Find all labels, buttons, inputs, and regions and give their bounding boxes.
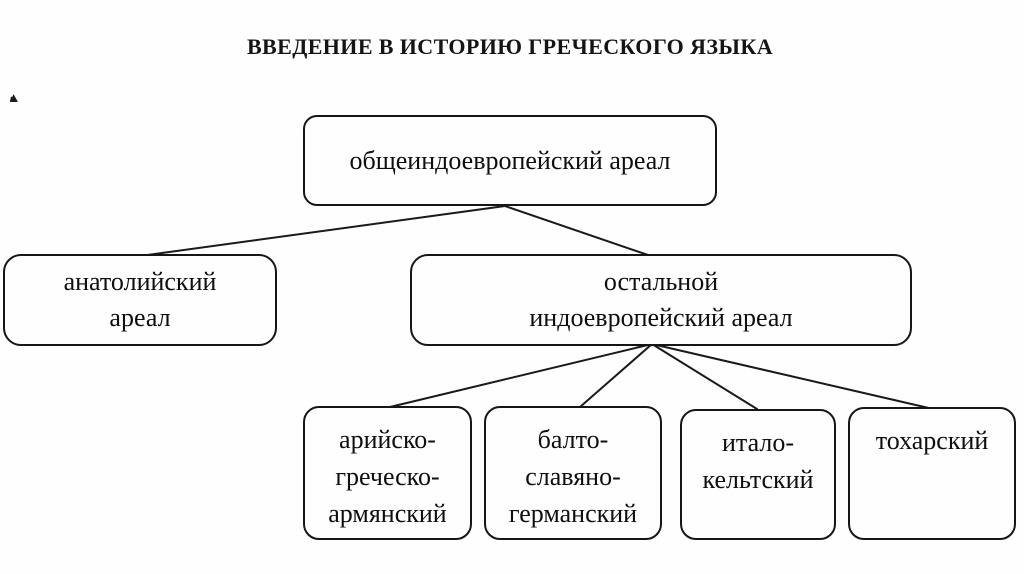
- node-label: анатолийский ареал: [63, 267, 217, 332]
- node-rest-indo-european-areal: остальной индоевропейский ареал: [410, 254, 912, 346]
- node-anatolian-areal: анатолийский ареал: [3, 254, 277, 346]
- node-common-indo-european-areal: общеиндоевропейский ареал: [303, 115, 717, 206]
- edge-rest-to-aryan-greek-armenian: [389, 343, 653, 408]
- node-label: итало- кельтский: [702, 428, 814, 494]
- node-italo-celtic: итало- кельтский: [680, 409, 836, 540]
- edge-root-to-rest: [504, 205, 649, 256]
- edge-root-to-anatolian: [139, 205, 506, 257]
- node-label: балто- славяно- германский: [508, 425, 638, 528]
- node-aryan-greek-armenian: арийско- греческо- армянский: [303, 406, 472, 540]
- edge-rest-to-balto-slavic-germanic: [579, 343, 653, 408]
- node-label: остальной индоевропейский ареал: [529, 267, 793, 332]
- page-title: ВВЕДЕНИЕ В ИСТОРИЮ ГРЕЧЕСКОГО ЯЗЫКА: [246, 34, 774, 59]
- scan-artifact: [8, 94, 18, 102]
- node-balto-slavic-germanic: балто- славяно- германский: [484, 406, 662, 540]
- node-label: арийско- греческо- армянский: [328, 425, 447, 528]
- node-tocharian: тохарский: [848, 407, 1016, 540]
- edge-rest-to-italo-celtic: [651, 343, 758, 410]
- node-label: тохарский: [875, 426, 989, 455]
- node-label: общеиндоевропейский ареал: [349, 145, 671, 175]
- edge-rest-to-tocharian: [651, 343, 934, 410]
